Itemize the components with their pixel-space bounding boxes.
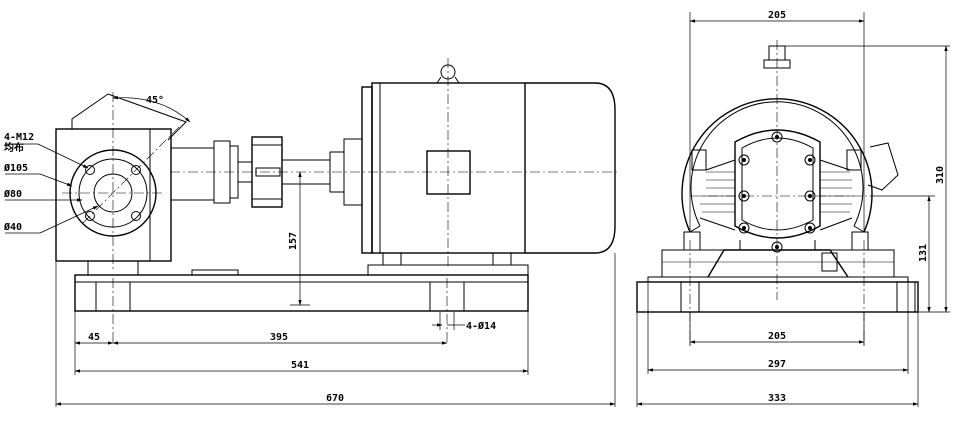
callout-leaders — [5, 96, 191, 234]
label-4-m12: 4-M12 — [4, 132, 34, 143]
side-view: 205 310 131 205 297 333 — [636, 10, 950, 407]
coupling — [170, 136, 620, 208]
label-157: 157 — [288, 232, 299, 250]
label-333: 333 — [768, 393, 786, 404]
front-horizontal-dims — [55, 253, 616, 407]
label-131: 131 — [918, 244, 929, 262]
label-541: 541 — [291, 360, 309, 371]
label-205-top: 205 — [768, 10, 786, 21]
label-dia-105: Ø105 — [3, 162, 28, 174]
label-junbu: 均布 — [4, 141, 24, 154]
label-dia-40: Ø40 — [3, 221, 22, 233]
base-hole-callout — [432, 312, 465, 330]
base-plate — [74, 252, 529, 345]
pump-body — [55, 92, 214, 270]
label-45: 45 — [88, 332, 100, 343]
label-dia-80: Ø80 — [3, 188, 22, 200]
label-670: 670 — [326, 393, 344, 404]
label-4-dia-14: 4-Ø14 — [466, 320, 496, 332]
label-395: 395 — [270, 332, 288, 343]
side-base — [636, 149, 919, 345]
front-view: 4-M12 均布 Ø105 Ø80 Ø40 45° 4-Ø14 157 45 3… — [3, 58, 620, 407]
side-dims — [636, 12, 950, 407]
terminal-box — [426, 150, 471, 195]
label-310: 310 — [935, 166, 946, 184]
label-205-bottom: 205 — [768, 331, 786, 342]
dim-157 — [290, 171, 310, 306]
label-45-deg: 45° — [146, 95, 164, 106]
pump-plate — [690, 40, 870, 300]
motor — [361, 58, 616, 266]
label-297: 297 — [768, 359, 786, 370]
